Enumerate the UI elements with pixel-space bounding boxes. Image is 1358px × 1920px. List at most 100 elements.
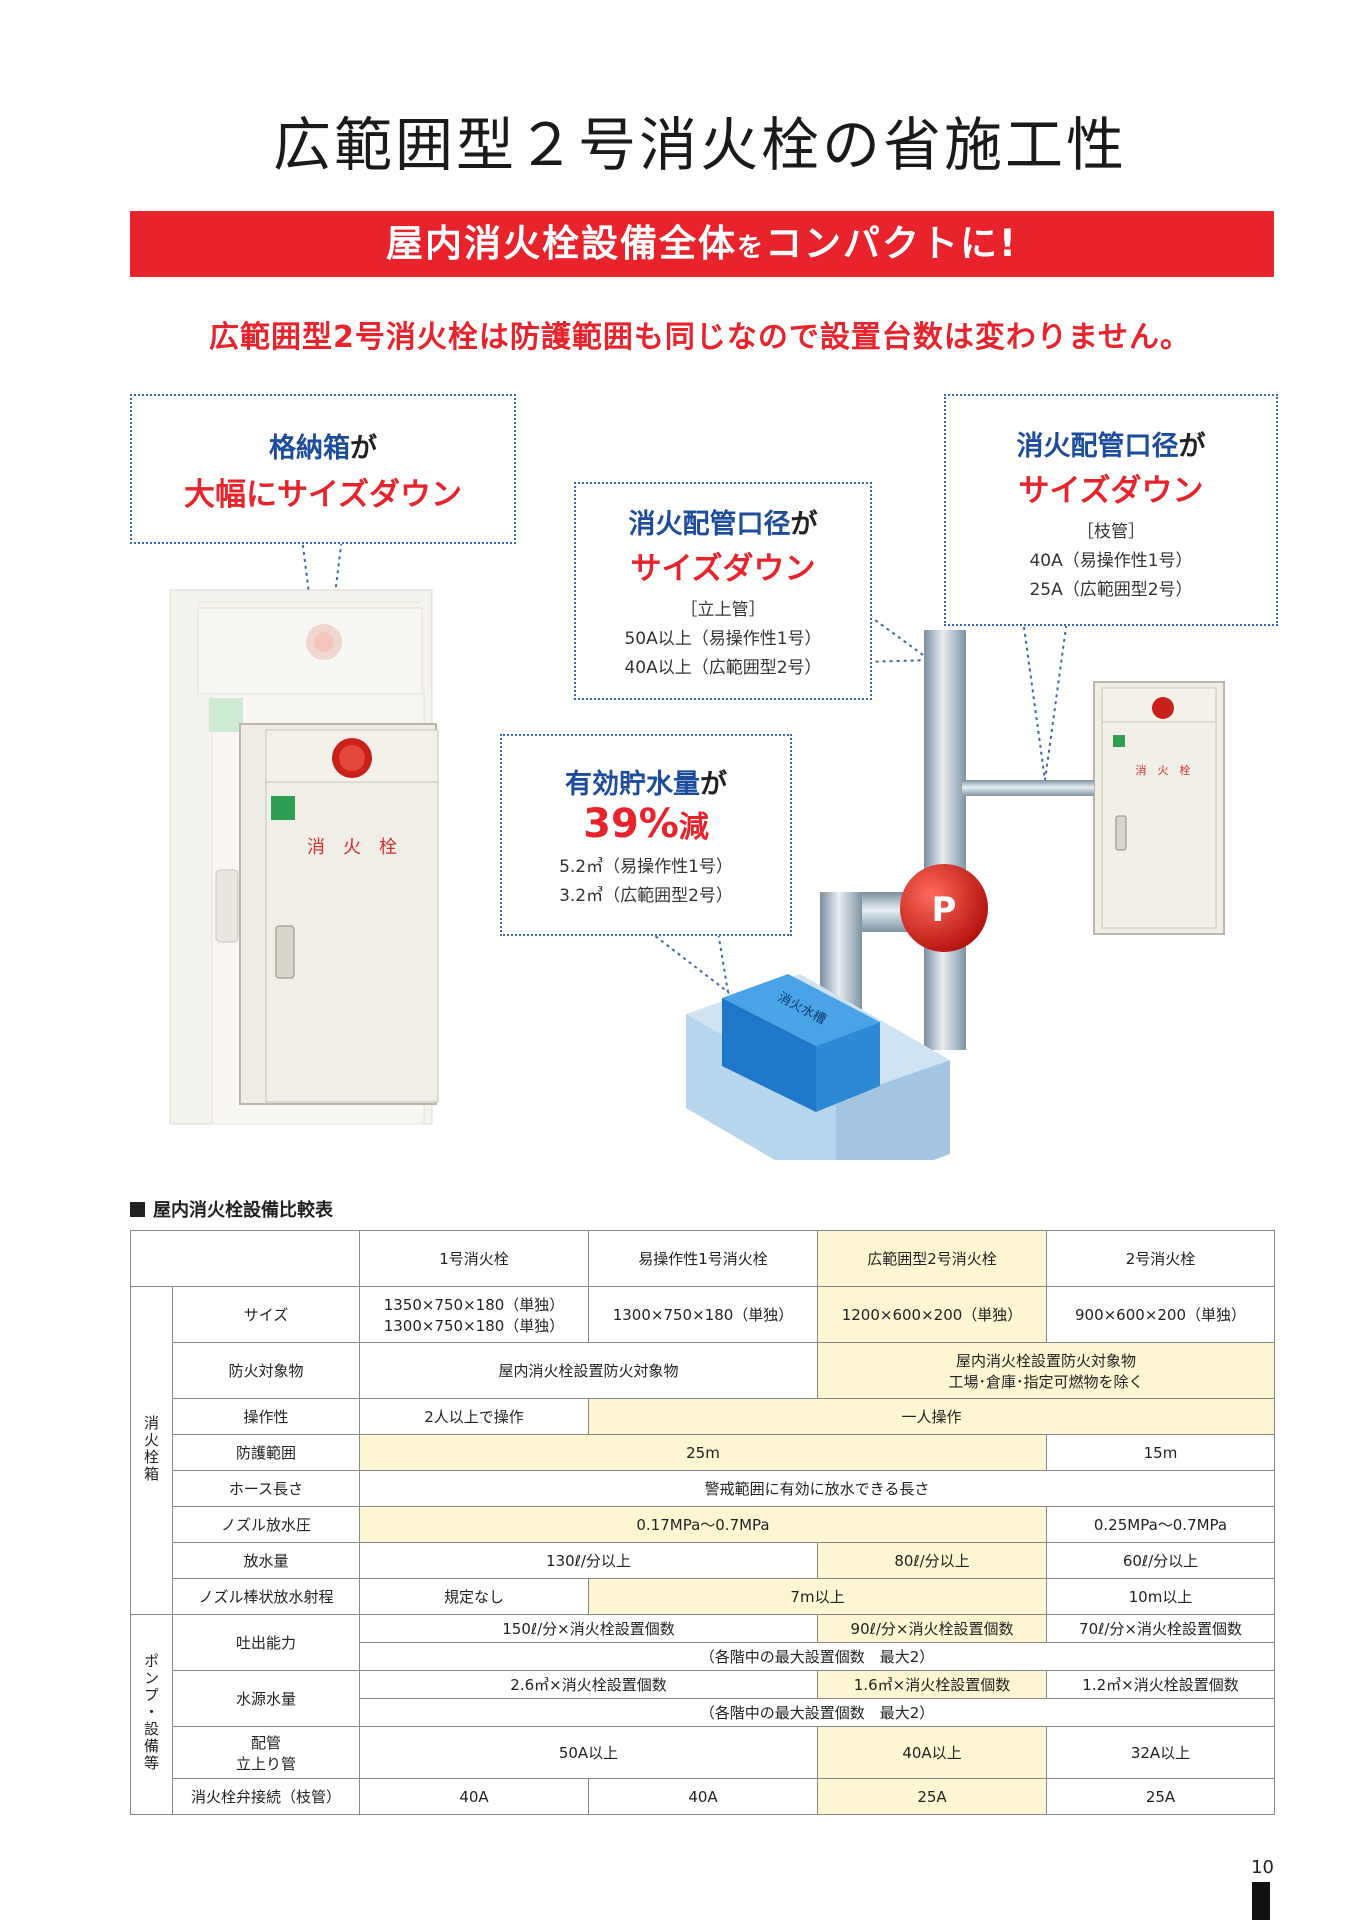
discharge-c4: 70ℓ/分×消火栓設置個数 bbox=[1046, 1614, 1275, 1643]
group-box-cell: 消火栓箱 bbox=[130, 1286, 173, 1615]
water-c12: 2.6㎥×消火栓設置個数 bbox=[359, 1670, 818, 1699]
pump-label: P bbox=[932, 890, 957, 930]
row-label-pipe-line1: 配管 bbox=[250, 1733, 281, 1752]
table-row: ノズル放水圧 0.17MPa〜0.7MPa 0.25MPa〜0.7MPa bbox=[131, 1506, 1275, 1543]
valve-c1: 40A bbox=[359, 1778, 589, 1815]
row-label-range: 防護範囲 bbox=[172, 1434, 360, 1471]
target-c34-line2: 工場･倉庫･指定可燃物を除く bbox=[948, 1372, 1144, 1391]
cabinet-label: 消 火 栓 bbox=[307, 837, 397, 858]
callout-branch-tail: が bbox=[1178, 431, 1206, 462]
target-c34: 屋内消火栓設置防火対象物工場･倉庫･指定可燃物を除く bbox=[817, 1342, 1275, 1399]
row-label-discharge: 吐出能力 bbox=[172, 1614, 360, 1671]
water-c3: 1.6㎥×消火栓設置個数 bbox=[817, 1670, 1047, 1699]
table-row: 消火栓箱 サイズ 1350×750×180（単独）1300×750×180（単独… bbox=[130, 1286, 1275, 1615]
col-header-2: 易操作性1号消火栓 bbox=[588, 1230, 818, 1287]
pipe-c3: 40A以上 bbox=[817, 1726, 1047, 1779]
size-c1-line1: 1350×750×180（単独） bbox=[383, 1295, 565, 1314]
callout-riser-box: 消火配管口径が サイズダウン ［立上管］ 50A以上（易操作性1号） 40A以上… bbox=[574, 482, 872, 700]
callout-riser-item2: 40A以上（広範囲型2号） bbox=[624, 658, 822, 678]
group-box-label: 消火栓箱 bbox=[142, 1414, 160, 1483]
table-row: 水源水量 2.6㎥×消火栓設置個数 1.6㎥×消火栓設置個数 1.2㎥×消火栓設… bbox=[131, 1670, 1275, 1727]
small-door-handle bbox=[1115, 815, 1127, 851]
callout-branch-title: 消火配管口径 bbox=[1016, 431, 1179, 462]
callout-riser-highlight: サイズダウン bbox=[630, 551, 816, 587]
valve-c4: 25A bbox=[1046, 1778, 1275, 1815]
table-header-row: 1号消火栓 易操作性1号消火栓 広範囲型2号消火栓 2号消火栓 bbox=[130, 1230, 1275, 1287]
discharge-note: （各階中の最大設置個数 最大2） bbox=[359, 1642, 1275, 1671]
valve-c3: 25A bbox=[817, 1778, 1047, 1815]
table-heading-text: 屋内消火栓設備比較表 bbox=[153, 1200, 333, 1221]
table-row: 防火対象物 屋内消火栓設置防火対象物 屋内消火栓設置防火対象物工場･倉庫･指定可… bbox=[131, 1342, 1275, 1399]
water-note: （各階中の最大設置個数 最大2） bbox=[359, 1698, 1275, 1727]
discharge-c3: 90ℓ/分×消火栓設置個数 bbox=[817, 1614, 1047, 1643]
table-row: ノズル棒状放水射程 規定なし 7m以上 10m以上 bbox=[131, 1578, 1275, 1615]
table-row: 操作性 2人以上で操作 一人操作 bbox=[131, 1398, 1275, 1435]
row-label-hose: ホース長さ bbox=[172, 1470, 360, 1507]
group-pump-label: ポンプ・設備等 bbox=[142, 1653, 160, 1772]
subtitle: 広範囲型2号消火栓は防護範囲も同じなので設置台数は変わりません。 bbox=[209, 320, 1191, 355]
hose-all: 警戒範囲に有効に放水できる長さ bbox=[359, 1470, 1275, 1507]
callout-riser-label: ［立上管］ bbox=[680, 600, 766, 620]
banner-text-2: を bbox=[737, 233, 766, 263]
size-c4: 900×600×200（単独） bbox=[1046, 1286, 1275, 1343]
flow-c3: 80ℓ/分以上 bbox=[817, 1542, 1047, 1579]
size-c3: 1200×600×200（単独） bbox=[817, 1286, 1047, 1343]
col-header-3: 広範囲型2号消火栓 bbox=[817, 1230, 1047, 1287]
front-cabinet: 消 火 栓 bbox=[239, 723, 439, 1105]
callout-storage-highlight: 大幅にサイズダウン bbox=[183, 477, 463, 513]
callout-water-pct-tail: 減 bbox=[678, 810, 709, 845]
callout-riser-title: 消火配管口径 bbox=[628, 509, 791, 540]
reach-c23: 7m以上 bbox=[588, 1578, 1047, 1615]
flow-c12: 130ℓ/分以上 bbox=[359, 1542, 818, 1579]
callout-water-item1: 5.2㎥（易操作性1号） bbox=[559, 857, 733, 877]
branch-pipe bbox=[962, 780, 1094, 796]
discharge-c12: 150ℓ/分×消火栓設置個数 bbox=[359, 1614, 818, 1643]
reach-c1: 規定なし bbox=[359, 1578, 589, 1615]
callout-branch-item2: 25A（広範囲型2号） bbox=[1029, 580, 1193, 600]
handle-back bbox=[215, 869, 239, 943]
pressure-c4: 0.25MPa〜0.7MPa bbox=[1046, 1506, 1275, 1543]
row-label-water: 水源水量 bbox=[172, 1670, 360, 1727]
group-pump-cell: ポンプ・設備等 bbox=[130, 1614, 173, 1815]
small-indicator-lamp-icon bbox=[1152, 697, 1174, 719]
callout-storage-box: 格納箱が 大幅にサイズダウン bbox=[130, 394, 516, 544]
table-row: 消火栓弁接続（枝管） 40A 40A 25A 25A bbox=[131, 1778, 1275, 1815]
callout-storage-tail: が bbox=[350, 433, 377, 464]
illustration: 消 火 栓 消 火 栓 P bbox=[169, 537, 1225, 1160]
callout-riser-tail: が bbox=[790, 509, 818, 540]
callout-water-title: 有効貯水量 bbox=[565, 769, 700, 800]
row-label-operation: 操作性 bbox=[172, 1398, 360, 1435]
exit-icon bbox=[271, 796, 295, 820]
reach-c4: 10m以上 bbox=[1046, 1578, 1275, 1615]
range-c4: 15m bbox=[1046, 1434, 1275, 1471]
small-cabinet: 消 火 栓 bbox=[1093, 681, 1225, 935]
row-label-size: サイズ bbox=[172, 1286, 360, 1343]
row-label-reach: ノズル棒状放水射程 bbox=[172, 1578, 360, 1615]
valve-c2: 40A bbox=[588, 1778, 818, 1815]
callout-tail-water bbox=[649, 931, 730, 995]
door-handle bbox=[275, 925, 295, 979]
small-exit-icon bbox=[1113, 735, 1125, 747]
callout-tail-riser bbox=[863, 611, 933, 663]
header-empty-cell bbox=[130, 1230, 360, 1287]
table-row: 配管立上り管 50A以上 40A以上 32A以上 bbox=[131, 1726, 1275, 1779]
page-title: 広範囲型２号消火栓の省施工性 bbox=[272, 111, 1127, 179]
operation-c1: 2人以上で操作 bbox=[359, 1398, 589, 1435]
water-tank: 消火水槽 bbox=[686, 974, 950, 1160]
callout-water-pct: 39% bbox=[583, 801, 679, 847]
flow-c4: 60ℓ/分以上 bbox=[1046, 1542, 1275, 1579]
row-label-target: 防火対象物 bbox=[172, 1342, 360, 1399]
size-c1: 1350×750×180（単独）1300×750×180（単独） bbox=[359, 1286, 589, 1343]
table-row: ホース長さ 警戒範囲に有効に放水できる長さ bbox=[131, 1470, 1275, 1507]
pump-icon bbox=[900, 864, 988, 952]
row-label-pipe: 配管立上り管 bbox=[172, 1726, 360, 1779]
comparison-table: 1号消火栓 易操作性1号消火栓 広範囲型2号消火栓 2号消火栓 消火栓箱 サイズ… bbox=[130, 1230, 1275, 1815]
row-label-valve: 消火栓弁接続（枝管） bbox=[172, 1778, 360, 1815]
callout-branch-item1: 40A（易操作性1号） bbox=[1029, 551, 1193, 571]
table-row: 防護範囲 25m 15m bbox=[131, 1434, 1275, 1471]
target-c12: 屋内消火栓設置防火対象物 bbox=[359, 1342, 818, 1399]
callout-tail-branch bbox=[1022, 619, 1068, 781]
pipe-c4: 32A以上 bbox=[1046, 1726, 1275, 1779]
table-heading: 屋内消火栓設備比較表 bbox=[130, 1196, 333, 1222]
callout-storage-title: 格納箱 bbox=[269, 433, 350, 464]
